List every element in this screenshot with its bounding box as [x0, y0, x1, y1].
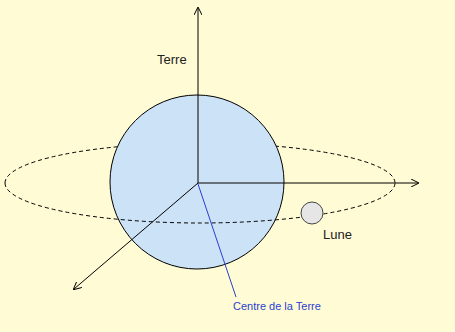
earth-circle [110, 95, 284, 269]
moon-label: Lune [323, 228, 352, 243]
leader-line [198, 184, 236, 297]
z-axis [198, 8, 199, 183]
moon-circle [301, 202, 323, 224]
earth-label: Terre [157, 53, 187, 68]
center-label: Centre de la Terre [233, 300, 321, 313]
x-axis [198, 183, 418, 184]
y-axis [74, 183, 198, 289]
